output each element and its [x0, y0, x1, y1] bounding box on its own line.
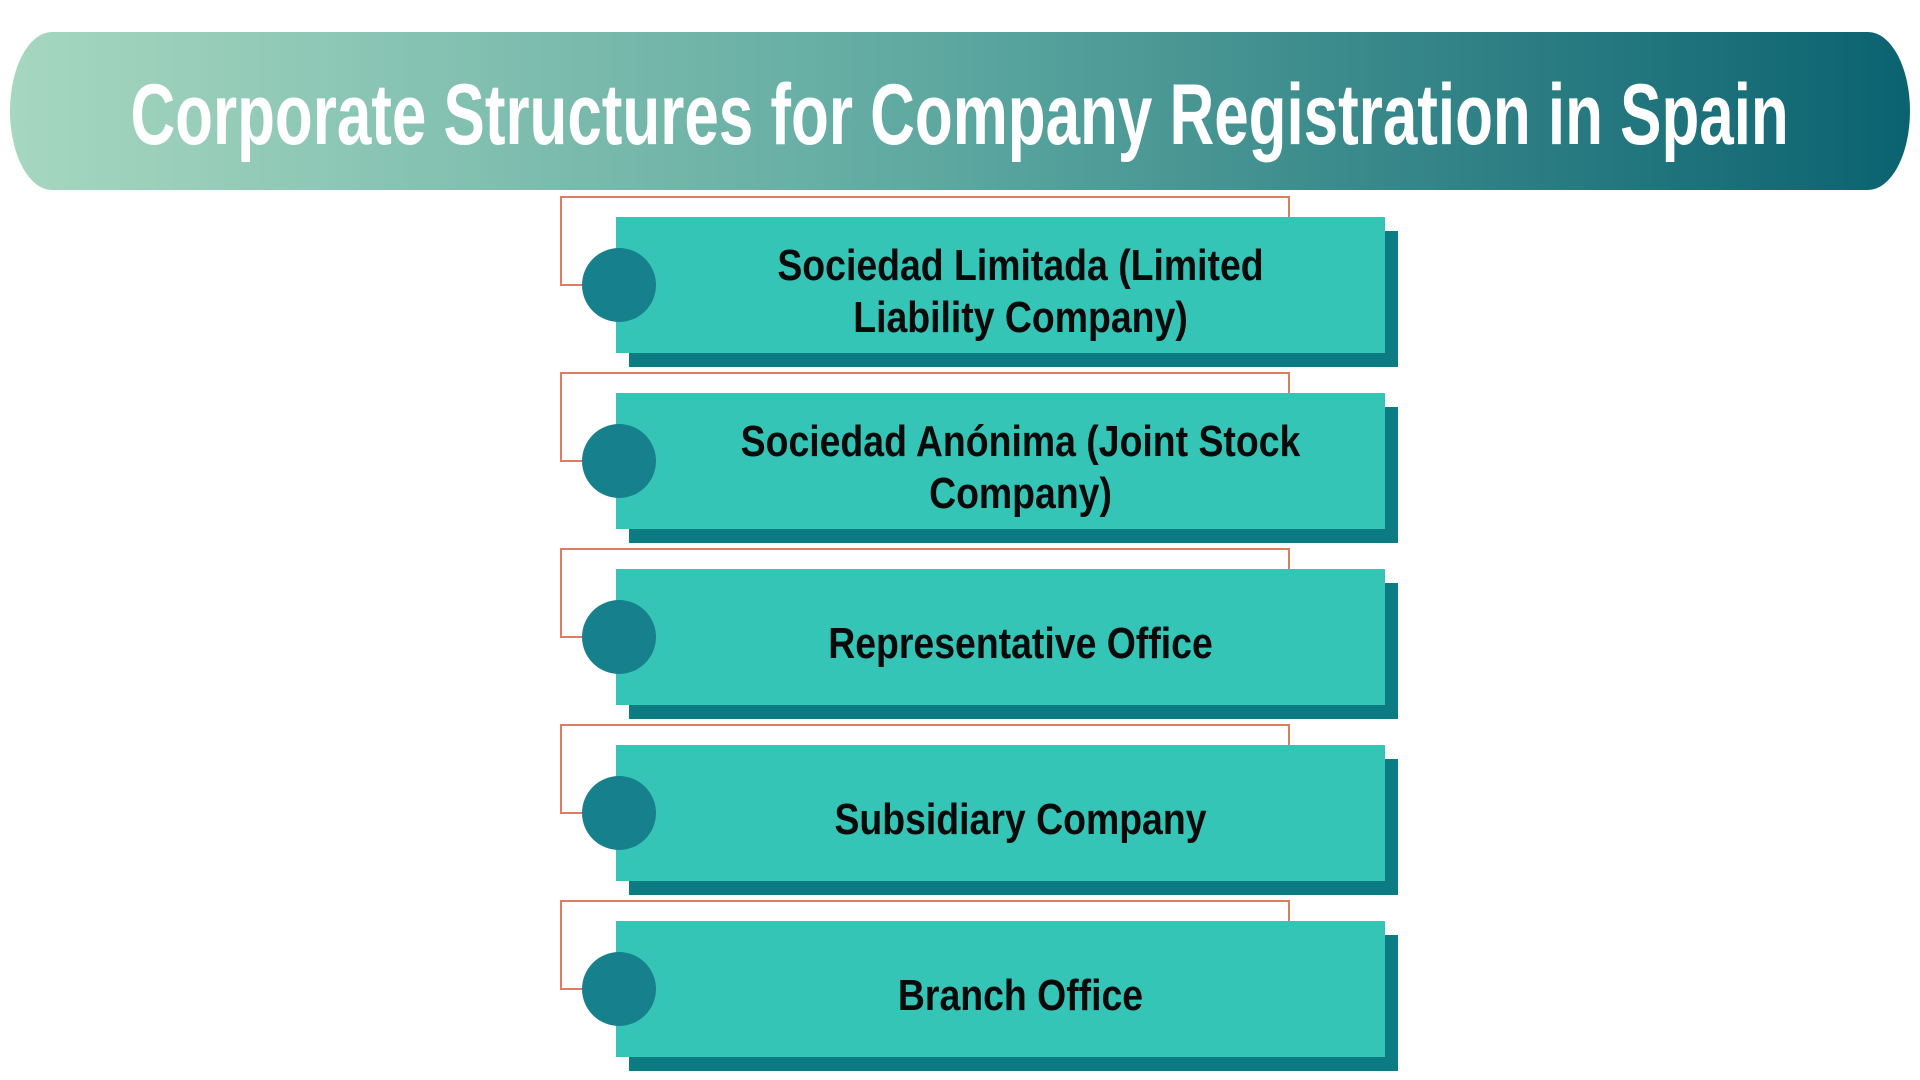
structure-box: Branch Office [616, 921, 1385, 1057]
list-item: Sociedad Limitada (Limited Liability Com… [0, 196, 1920, 372]
list-item: Sociedad Anónima (Joint Stock Company) [0, 372, 1920, 548]
structure-list: Sociedad Limitada (Limited Liability Com… [0, 196, 1920, 1076]
structure-box: Subsidiary Company [616, 745, 1385, 881]
header-banner: Corporate Structures for Company Registr… [10, 32, 1910, 190]
bullet-circle-icon [582, 600, 656, 674]
structure-label: Branch Office [897, 970, 1144, 1020]
bullet-circle-icon [582, 248, 656, 322]
structure-label: Representative Office [828, 618, 1213, 668]
list-item: Representative Office [0, 548, 1920, 724]
list-item: Branch Office [0, 900, 1920, 1076]
structure-box: Sociedad Anónima (Joint Stock Company) [616, 393, 1385, 529]
list-item: Subsidiary Company [0, 724, 1920, 900]
bullet-circle-icon [582, 424, 656, 498]
structure-label: Sociedad Limitada (Limited Liability Com… [777, 240, 1264, 342]
structure-box: Sociedad Limitada (Limited Liability Com… [616, 217, 1385, 353]
structure-label: Sociedad Anónima (Joint Stock Company) [740, 416, 1301, 518]
page-title: Corporate Structures for Company Registr… [130, 67, 1790, 163]
bullet-circle-icon [582, 952, 656, 1026]
bullet-circle-icon [582, 776, 656, 850]
structure-label: Subsidiary Company [834, 794, 1207, 844]
structure-box: Representative Office [616, 569, 1385, 705]
